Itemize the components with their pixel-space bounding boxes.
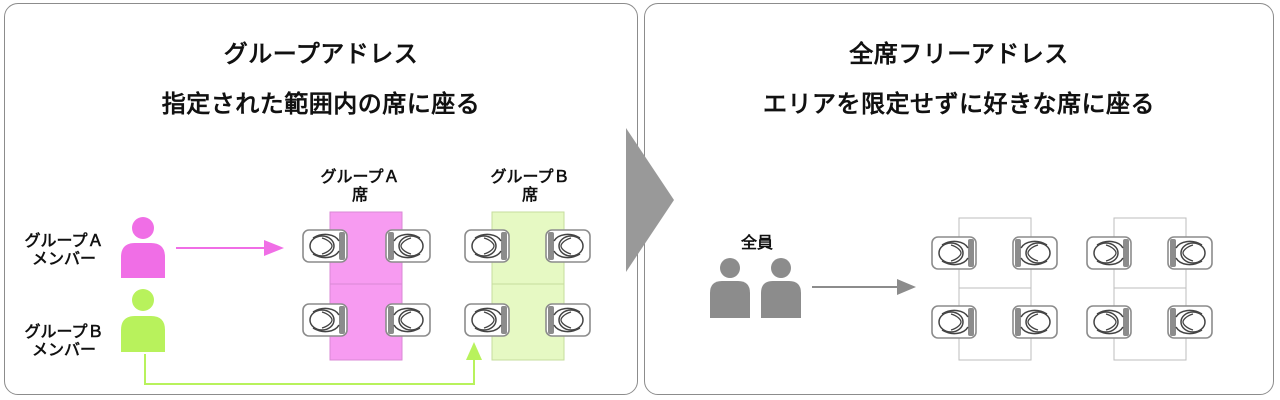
group-a-seats-label-line2: 席 <box>351 185 368 204</box>
chair-icon <box>546 304 590 336</box>
chair-icon <box>931 236 977 270</box>
chair-icon <box>546 230 590 262</box>
free-desk-cluster <box>931 217 1057 361</box>
group-b-person-icon <box>121 289 165 352</box>
chair-icon <box>1086 305 1132 339</box>
chair-icon <box>1086 236 1132 270</box>
chair-icon <box>1168 237 1212 269</box>
group-b-seats-label: グループＢ 席 <box>480 168 580 204</box>
group-b-members-label-line1: グループＢ <box>24 322 104 341</box>
group-b-arrow <box>144 342 482 385</box>
all-members-person-icons <box>710 258 801 318</box>
free-desk-cluster <box>1086 217 1212 361</box>
chair-icon <box>302 229 348 263</box>
chair-icon <box>1013 306 1057 338</box>
chair-icon <box>302 303 348 337</box>
person-icon <box>710 258 750 318</box>
group-b-members-label-line2: メンバー <box>31 340 96 359</box>
transition-arrow-icon <box>626 128 674 272</box>
chair-icon <box>931 305 977 339</box>
group-a-seats-label: グループＡ 席 <box>310 168 410 204</box>
group-a-members-label-line2: メンバー <box>31 249 96 268</box>
free-address-title: 全席フリーアドレス <box>849 40 1069 68</box>
all-members-label: 全員 <box>740 233 773 252</box>
chair-icon <box>1168 306 1212 338</box>
group-a-arrow <box>176 240 284 256</box>
group-address-title: グループアドレス <box>223 40 419 68</box>
chair-icon <box>386 230 430 262</box>
chair-icon <box>1013 237 1057 269</box>
group-b-members-label: グループＢ メンバー <box>14 323 114 359</box>
person-icon <box>761 258 801 318</box>
chair-icon <box>464 303 510 337</box>
all-members-arrow <box>812 279 916 295</box>
group-a-person-icon <box>121 217 165 278</box>
group-b-desk-cluster <box>464 211 590 361</box>
group-a-members-label: グループＡ メンバー <box>14 232 114 268</box>
group-a-seats-label-line1: グループＡ <box>320 167 400 186</box>
chair-icon <box>386 304 430 336</box>
group-b-seats-label-line1: グループＢ <box>490 167 570 186</box>
group-address-subtitle: 指定された範囲内の席に座る <box>161 90 481 118</box>
group-b-seats-label-line2: 席 <box>521 185 538 204</box>
free-address-subtitle: エリアを限定せずに好きな席に座る <box>763 90 1155 118</box>
chair-icon <box>464 229 510 263</box>
group-a-desk-cluster <box>302 211 430 361</box>
group-a-members-label-line1: グループＡ <box>24 231 104 250</box>
